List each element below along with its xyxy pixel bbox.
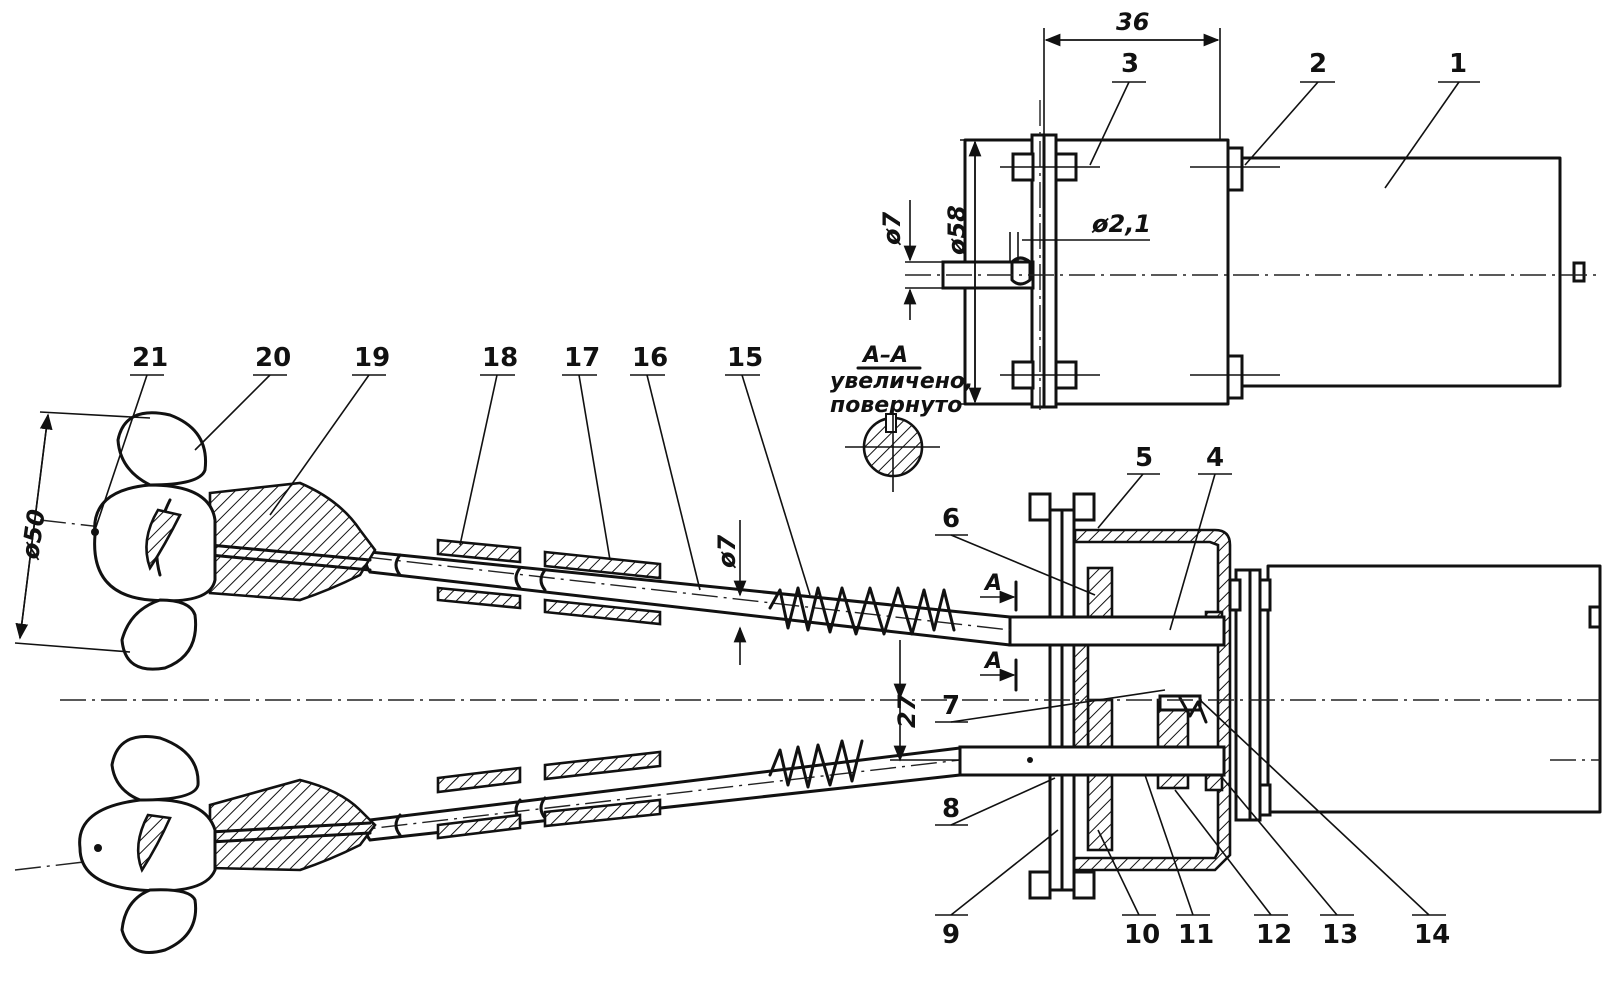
shaft-11 [958,745,1226,777]
label-3: 3 [1121,49,1139,79]
gearbox-case [1060,528,1232,872]
section-a-a: А–А увеличено, повернуто [830,343,973,492]
label-9: 9 [942,920,960,950]
leader-lines [94,81,1480,916]
propeller-blade-lower [120,598,198,671]
label-1: 1 [1449,49,1467,79]
label-2: 2 [1309,49,1327,79]
dim-7-shaft: ø7 [713,535,741,569]
dim-7-motor: ø7 [878,212,906,246]
gearbox-assembly [60,492,1602,900]
cut-marks: А А [980,571,1018,692]
label-12: 12 [1256,920,1292,950]
label-21: 21 [132,343,168,373]
label-18: 18 [482,343,518,373]
cut-mark-a-top: А [983,571,1002,596]
section-note-1: увеличено, [830,369,973,394]
label-11: 11 [1178,920,1214,950]
shaft-4 [1008,615,1226,647]
propeller-shaft-lower: 27 [14,640,962,954]
tube-17-bottom [543,598,662,626]
dim-2-1: ø2,1 [1091,210,1151,238]
tube-17-top [543,550,662,580]
dim-58: ø58 [943,205,971,256]
section-title: А–А [861,343,908,368]
propeller-hub-19 [208,481,377,602]
motor-body [1226,156,1562,388]
bushing-18-top [436,538,522,564]
dim-36: 36 [1116,8,1149,36]
label-5: 5 [1135,443,1153,473]
label-13: 13 [1322,920,1358,950]
dim-50: ø50 [16,508,51,562]
label-7: 7 [942,691,960,721]
label-10: 10 [1124,920,1160,950]
label-6: 6 [942,504,960,534]
part-labels: 1 2 3 4 5 6 7 8 9 10 11 12 13 14 15 16 1… [132,49,1467,950]
bushing-18-bottom [436,586,522,610]
label-14: 14 [1414,920,1450,950]
label-8: 8 [942,794,960,824]
flange-plate [1042,133,1058,409]
label-4: 4 [1206,443,1224,473]
label-17: 17 [564,343,600,373]
motor-body-lower [1266,564,1602,814]
label-20: 20 [255,343,291,373]
label-16: 16 [632,343,668,373]
label-15: 15 [727,343,763,373]
dim-27: 27 [893,694,921,728]
propeller-shaft-upper: ø7 ø50 [14,411,1012,671]
motor-assembly-top: 36 ø58 ø7 ø2,1 [878,8,1600,410]
label-19: 19 [354,343,390,373]
cut-mark-a-bottom: А [983,649,1002,674]
